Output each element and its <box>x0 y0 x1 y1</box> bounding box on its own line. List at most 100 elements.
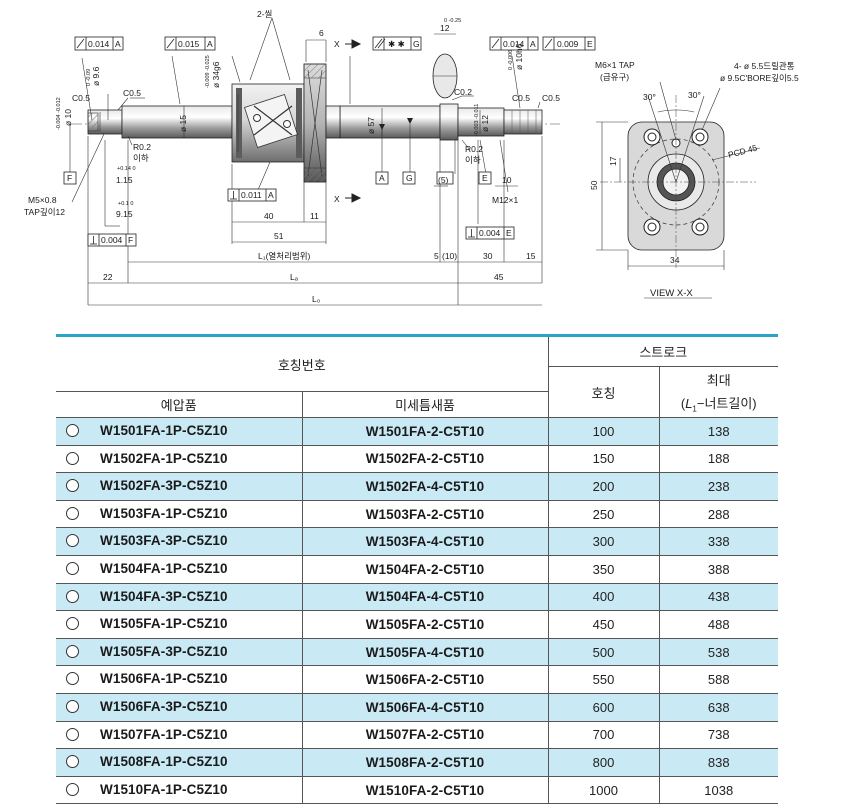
tol-label: -0.004 -0.012 <box>56 97 62 130</box>
row-select-radio[interactable] <box>66 755 79 769</box>
row-select-radio[interactable] <box>66 451 79 465</box>
preload-part-cell: W1506FA-1P-C5Z10 <box>56 665 303 694</box>
dim-label: 45 <box>494 272 504 282</box>
row-select-radio[interactable] <box>66 561 79 575</box>
stroke-nominal: 200 <box>548 472 660 501</box>
dia-label: ø 15 <box>178 115 188 132</box>
clearance-part-number: W1501FA-2-C5T10 <box>302 417 549 446</box>
preload-header: 예압품 <box>56 391 303 418</box>
dim-label: Lₐ <box>290 272 299 282</box>
row-select-radio[interactable] <box>66 699 79 713</box>
stroke-max: 588 <box>659 665 778 694</box>
dim-label: 34 <box>670 255 680 265</box>
row-select-radio[interactable] <box>66 782 79 796</box>
chamfer-label: C0.5 <box>123 88 141 98</box>
pcd-label: PCD 45 <box>727 142 759 159</box>
tap-label: TAP깊이12 <box>24 207 65 217</box>
dia-label: ø 9.6 <box>91 66 101 86</box>
drawing-labels: 0.014 A 0.015 A ✱ ✱ G 0.014 A 0.009 E 0.… <box>24 9 593 304</box>
tol-label: -0.009 -0.025 <box>205 55 211 88</box>
dim-label: 5 <box>434 251 439 261</box>
hole-label: 4- ø 5.5드릴관통 <box>734 61 795 71</box>
dim-label: 6 <box>319 28 324 38</box>
preload-part-number: W1502FA-1P-C5Z10 <box>100 450 228 466</box>
clearance-part-number: W1506FA-2-C5T10 <box>302 665 549 694</box>
row-select-radio[interactable] <box>66 727 79 741</box>
section-arrows <box>345 39 362 203</box>
preload-part-cell: W1503FA-3P-C5Z10 <box>56 527 303 556</box>
dim-label: 12 <box>440 23 450 33</box>
chamfer-label: C0.5 <box>512 93 530 103</box>
row-select-radio[interactable] <box>66 617 79 631</box>
preload-part-cell: W1504FA-3P-C5Z10 <box>56 583 303 612</box>
row-select-radio[interactable] <box>66 424 79 437</box>
dia-label: ø 34g6 <box>211 61 221 88</box>
preload-part-number: W1503FA-1P-C5Z10 <box>100 505 228 521</box>
preload-part-number: W1507FA-1P-C5Z10 <box>100 726 228 742</box>
preload-part-cell: W1502FA-3P-C5Z10 <box>56 472 303 501</box>
row-select-radio[interactable] <box>66 534 79 548</box>
nominal-header: 호칭 <box>548 366 660 418</box>
clearance-part-number: W1508FA-2-C5T10 <box>302 748 549 777</box>
preload-part-cell: W1506FA-3P-C5Z10 <box>56 693 303 722</box>
row-select-radio[interactable] <box>66 672 79 686</box>
dim-label: 17 <box>608 156 618 166</box>
seal-label: 2-씰 <box>257 9 273 19</box>
view-labels: M6×1 TAP (급유구) 4- ø 5.5드릴관통 ø 9.5C'BORE깊… <box>589 60 799 299</box>
tol-datum: A <box>115 39 121 49</box>
datum-label: G <box>406 173 413 183</box>
chamfer-label: C0.5 <box>542 93 560 103</box>
datum-label: E <box>482 173 488 183</box>
dim-label: 30 <box>483 251 493 261</box>
stroke-max: 638 <box>659 693 778 722</box>
view-xx <box>596 81 761 299</box>
tolerance-symbols <box>76 38 553 245</box>
tol-datum: F <box>128 235 133 245</box>
chamfer-label: C0.5 <box>72 93 90 103</box>
ball-nut <box>231 63 341 183</box>
stroke-max: 538 <box>659 638 778 667</box>
tol-label: -0.003 -0.011 <box>474 104 480 136</box>
datum-label: A <box>379 173 385 183</box>
preload-part-number: W1503FA-3P-C5Z10 <box>100 533 228 549</box>
row-select-radio[interactable] <box>66 506 79 520</box>
hole-label: ø 9.5C'BORE깊이5.5 <box>720 73 799 83</box>
row-select-radio[interactable] <box>66 589 79 603</box>
radius-label: 이하 <box>133 153 149 163</box>
stroke-max: 1038 <box>659 776 778 805</box>
dia-label: ø 10h6 <box>514 43 524 70</box>
dia-label: ø 12 <box>480 115 490 132</box>
tap-label: M6×1 TAP <box>595 60 635 70</box>
preload-part-cell: W1502FA-1P-C5Z10 <box>56 445 303 474</box>
preload-part-cell: W1505FA-3P-C5Z10 <box>56 638 303 667</box>
radius-label: R0.2 <box>465 144 483 154</box>
clearance-part-number: W1510FA-2-C5T10 <box>302 776 549 805</box>
stroke-nominal: 100 <box>548 417 660 446</box>
stroke-max: 488 <box>659 610 778 639</box>
tol-value: 0.014 <box>503 39 525 49</box>
clearance-part-number: W1503FA-4-C5T10 <box>302 527 549 556</box>
datum-label: F <box>67 173 72 183</box>
clearance-part-number: W1504FA-2-C5T10 <box>302 555 549 584</box>
tol-label: +0.14 0 <box>117 166 136 172</box>
tolerance-frames <box>63 36 596 247</box>
max-header: 최대 (L1−너트길이) <box>659 366 778 418</box>
row-select-radio[interactable] <box>66 479 79 493</box>
clearance-part-number: W1505FA-4-C5T10 <box>302 638 549 667</box>
row-select-radio[interactable] <box>66 644 79 658</box>
clearance-part-number: W1506FA-4-C5T10 <box>302 693 549 722</box>
